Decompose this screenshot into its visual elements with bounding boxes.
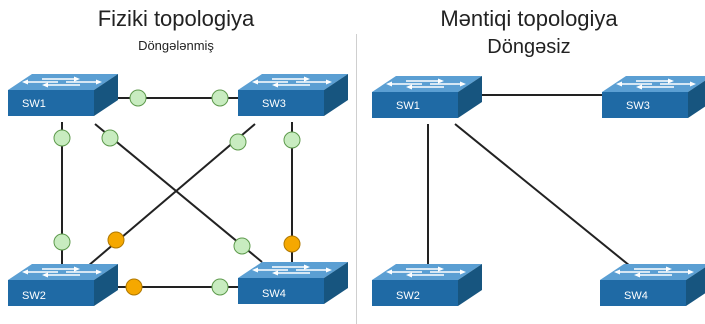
blocked-port-icon <box>283 235 301 253</box>
logical-topology-subtitle: Döngəsiz <box>487 36 571 58</box>
physical-topology-title: Fiziki topologiya <box>97 6 255 31</box>
switch-label: SW3 <box>626 100 650 112</box>
network-switch-icon <box>371 263 483 307</box>
physical-switch-sw2: SW2 <box>7 263 119 307</box>
blocked-port-icon <box>107 231 125 249</box>
panel-divider <box>356 34 357 324</box>
switch-label: SW2 <box>22 290 46 302</box>
forwarding-port-icon <box>129 89 147 107</box>
network-switch-icon <box>601 75 705 119</box>
network-switch-icon <box>237 73 349 117</box>
switch-label: SW2 <box>396 290 420 302</box>
network-switch-icon <box>599 263 705 307</box>
switch-label: SW4 <box>262 288 286 300</box>
physical-links <box>61 97 293 288</box>
logical-topology-title: Məntiqi topologiya <box>440 6 618 31</box>
network-switch-icon <box>371 75 483 119</box>
physical-switch-sw1: SW1 <box>7 73 119 117</box>
physical-switch-sw4: SW4 <box>237 261 349 305</box>
port-indicators <box>53 89 301 296</box>
logical-links <box>427 94 636 271</box>
physical-switch-sw3: SW3 <box>237 73 349 117</box>
switch-label: SW3 <box>262 98 286 110</box>
switch-label: SW1 <box>22 98 46 110</box>
switch-label: SW4 <box>624 290 648 302</box>
forwarding-port-icon <box>211 278 229 296</box>
link-sw1-sw4 <box>454 123 636 271</box>
forwarding-port-icon <box>101 129 119 147</box>
link-sw1-sw4 <box>94 123 263 263</box>
forwarding-port-icon <box>233 237 251 255</box>
switch-label: SW1 <box>396 100 420 112</box>
forwarding-port-icon <box>211 89 229 107</box>
logical-switch-sw1: SW1 <box>371 75 483 119</box>
forwarding-port-icon <box>53 233 71 251</box>
blocked-port-icon <box>125 278 143 296</box>
logical-switch-sw2: SW2 <box>371 263 483 307</box>
logical-switch-sw4: SW4 <box>599 263 705 307</box>
physical-topology-subtitle: Döngələnmiş <box>138 38 214 53</box>
logical-switch-sw3: SW3 <box>601 75 705 119</box>
forwarding-port-icon <box>229 133 247 151</box>
forwarding-port-icon <box>53 129 71 147</box>
forwarding-port-icon <box>283 131 301 149</box>
network-switch-icon <box>237 261 349 305</box>
